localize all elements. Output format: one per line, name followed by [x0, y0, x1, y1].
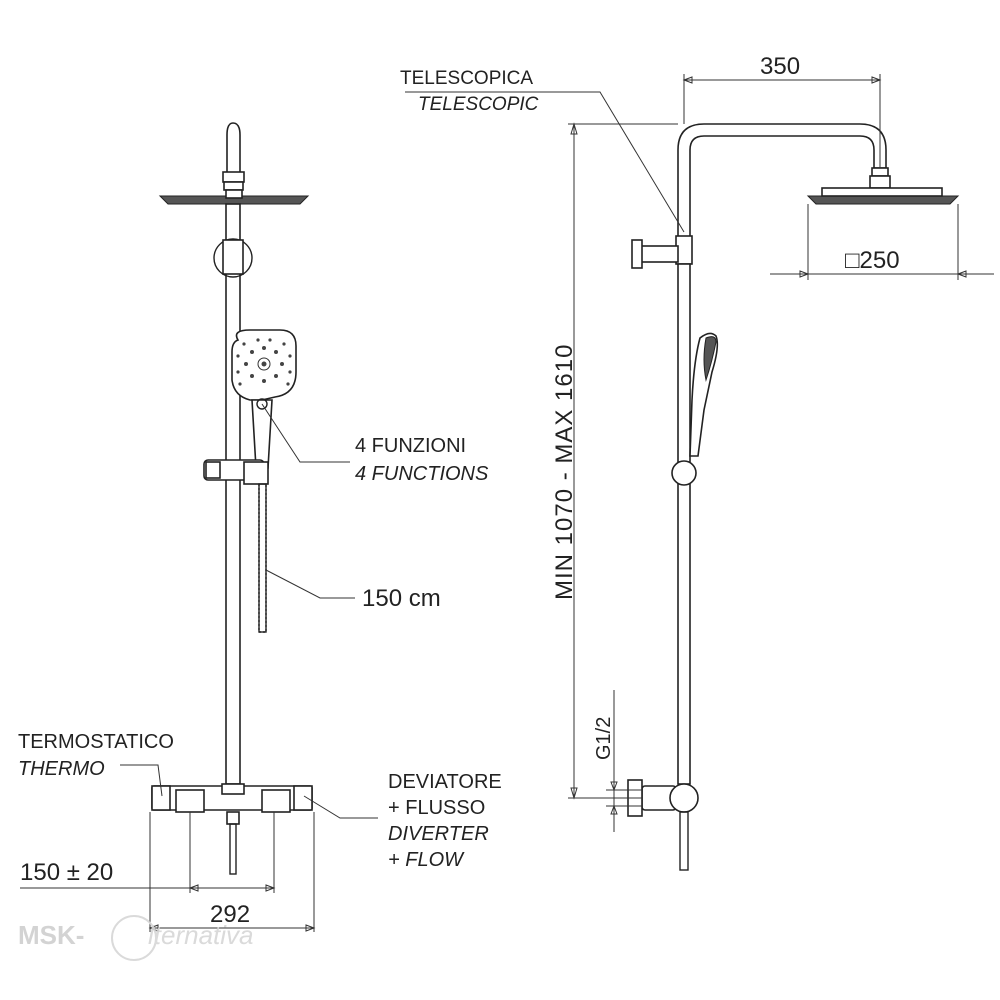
spray-nozzles: [236, 338, 292, 386]
rain-shower-head-side: [806, 195, 960, 205]
diverter-leader: [303, 795, 378, 819]
hose-length-label: 150 cm: [362, 585, 441, 612]
height-range-dim: MIN 1070 - MAX 1610: [551, 344, 578, 600]
head-connector-side: [871, 167, 889, 177]
thermo-label-it: TERMOSTATICO: [18, 731, 174, 753]
wall-plate-side: [631, 239, 643, 269]
slider-knob: [205, 461, 221, 479]
watermark: MSK- lternativa: [18, 915, 254, 961]
diverter-label-line4: + FLOW: [388, 849, 465, 871]
mixer-width-dim: 292: [210, 901, 250, 928]
connection-size-dim: G1/2: [593, 717, 615, 760]
head-size-dim: □250: [845, 247, 900, 274]
telescopic-leader: [405, 91, 685, 233]
hand-shower-face: [703, 336, 717, 382]
mixer-left-knob: [175, 789, 205, 813]
wall-bracket-side: [639, 245, 679, 263]
bottom-hose-side: [679, 811, 689, 871]
side-view: [405, 74, 994, 871]
mixer-right-cap: [293, 785, 313, 811]
functions-label-en: 4 FUNCTIONS: [355, 463, 489, 485]
inlet-spacing-dim: 150 ± 20: [20, 859, 113, 886]
bottom-outlet: [226, 811, 240, 825]
functions-label-it: 4 FUNZIONI: [355, 435, 466, 457]
diverter-label-line3: DIVERTER: [388, 823, 489, 845]
watermark-brand: MSK-: [18, 920, 84, 950]
hose-leader: [265, 569, 355, 599]
arm-length-dim: 350: [760, 53, 800, 80]
thermo-label-en: THERMO: [18, 758, 105, 780]
pipe-nut-2: [223, 181, 244, 191]
head-nut-side: [869, 175, 891, 189]
front-view: [20, 122, 378, 932]
shower-hose: [258, 484, 267, 633]
functions-leader: [261, 403, 350, 463]
mixer-right-knob: [261, 789, 291, 813]
thermo-leader: [120, 764, 163, 797]
riser-pipe-side: [677, 263, 691, 785]
bracket-clamp: [222, 239, 244, 275]
hose-outline: [258, 483, 267, 633]
telescopic-label-en: TELESCOPIC: [418, 94, 539, 115]
telescopic-label-it: TELESCOPICA: [400, 68, 533, 89]
diverter-label-line1: DEVIATORE: [388, 771, 502, 793]
bottom-outlet-hose: [229, 823, 237, 875]
handle-button: [256, 398, 268, 410]
hand-shower-handle: [251, 399, 273, 469]
head-connector: [225, 189, 243, 199]
diverter-label-line2: + FLUSSO: [388, 797, 485, 819]
watermark-script: lternativa: [148, 920, 254, 950]
mixer-center-block: [221, 783, 245, 795]
rain-shower-head-front: [158, 195, 310, 205]
slider-holder: [243, 461, 269, 485]
pipe-nut: [222, 171, 245, 183]
top-pipe: [226, 122, 241, 176]
diverter-knob-side: [669, 783, 699, 813]
watermark-at-icon: [111, 915, 157, 961]
slider-knob-side: [671, 460, 697, 486]
head-dome: [821, 187, 943, 197]
wall-bracket: [213, 238, 253, 278]
riser-pipe-front: [225, 203, 241, 785]
overhead-arm: [677, 123, 887, 241]
